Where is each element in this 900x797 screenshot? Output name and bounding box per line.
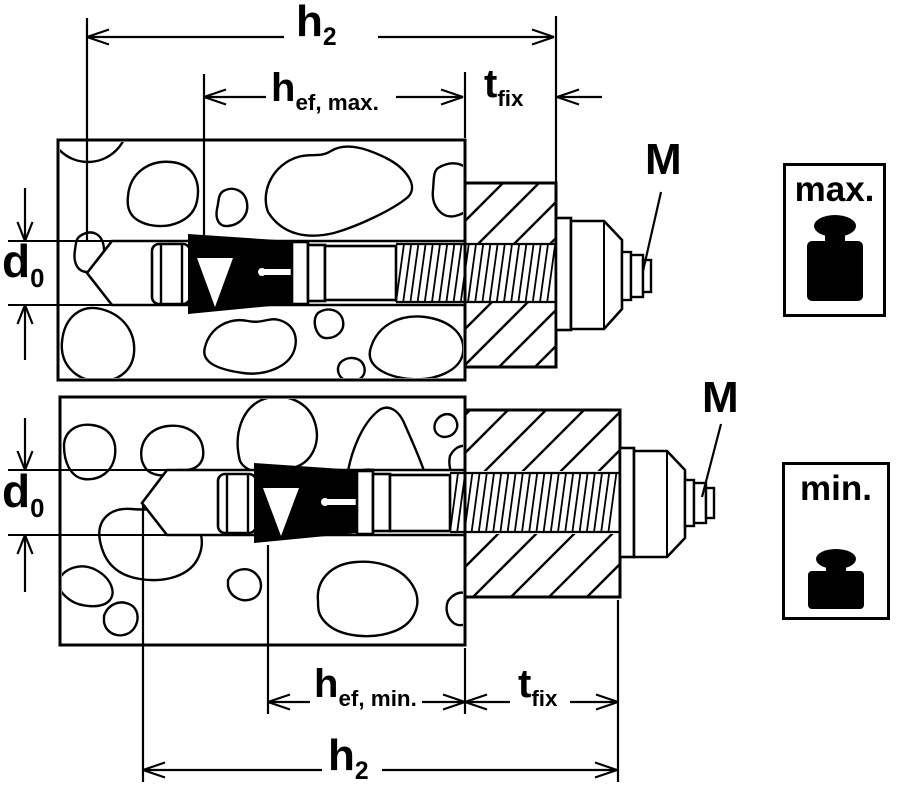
min-load-box: min. xyxy=(782,462,890,620)
leader-line xyxy=(700,423,723,498)
dimension-arrowheads xyxy=(16,28,619,779)
bolt-shaft xyxy=(323,244,398,302)
top-cross-section xyxy=(56,138,663,382)
dim-label-tfix-bottom: tfix xyxy=(518,662,558,711)
bolt-tip xyxy=(683,478,716,528)
sleeve-ring xyxy=(371,472,392,533)
expansion-clip xyxy=(254,463,357,543)
hex-nut xyxy=(632,449,687,559)
hex-nut xyxy=(569,219,624,331)
leader-line xyxy=(641,191,663,272)
dim-label-d0-top: d0 xyxy=(2,235,45,293)
dim-label-h2-bottom: h2 xyxy=(328,731,369,786)
sleeve-ring xyxy=(290,240,310,306)
sleeve-ring xyxy=(306,243,327,303)
expansion-clip xyxy=(188,234,292,314)
thread-size-label-top: M xyxy=(645,135,682,184)
washer xyxy=(618,446,636,559)
threaded-rod xyxy=(449,471,620,534)
anchor-bolt xyxy=(150,234,557,314)
min-load-label: min. xyxy=(800,469,872,508)
cone-collar xyxy=(150,242,192,306)
dim-label-tfix-top: tfix xyxy=(484,62,524,111)
bottom-cross-section xyxy=(58,395,723,647)
dim-label-h2-top: h2 xyxy=(296,0,337,52)
dim-label-hef-max: hef, max. xyxy=(271,66,379,115)
washer xyxy=(554,216,573,332)
weight-icon xyxy=(808,549,864,609)
dimensions-bottom xyxy=(8,418,620,782)
bolt-shaft xyxy=(388,473,452,533)
thread-size-label-bottom: M xyxy=(702,373,739,422)
cone-collar xyxy=(216,472,258,535)
dim-label-d0-bottom: d0 xyxy=(2,465,45,523)
bolt-tip xyxy=(620,250,653,302)
max-load-box: max. xyxy=(783,163,886,317)
max-load-label: max. xyxy=(794,170,875,209)
weight-icon xyxy=(806,215,863,301)
dim-label-hef-min: hef, min. xyxy=(314,662,417,711)
anchor-bolt xyxy=(216,463,620,543)
fixture-plate xyxy=(463,408,622,599)
sleeve-ring xyxy=(355,469,375,536)
threaded-rod xyxy=(395,242,557,304)
